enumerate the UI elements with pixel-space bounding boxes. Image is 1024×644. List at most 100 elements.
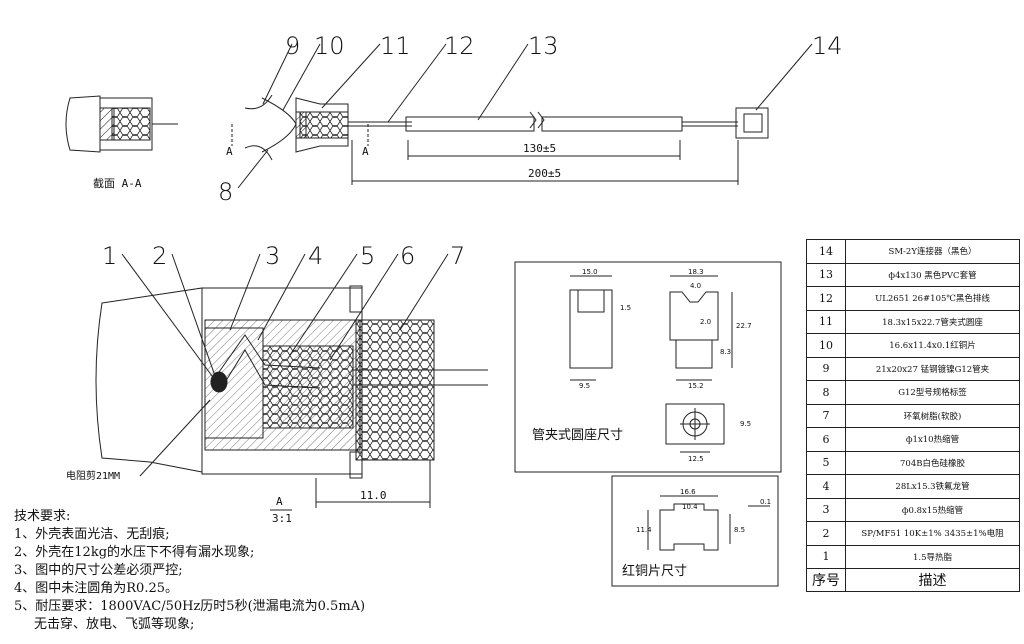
bom-number: 4: [806, 474, 846, 499]
requirement-item: 4、图中未注圆角为R0.25。: [14, 581, 179, 596]
requirement-item: 1、外壳表面光洁、无刮痕;: [14, 527, 170, 542]
callout-11: 11: [380, 32, 411, 60]
bom-number: 8: [806, 380, 846, 405]
section-mark-left: A: [226, 145, 233, 158]
enlarged-detail-view: [95, 253, 488, 511]
dim-130: 130±5: [523, 142, 557, 155]
bom-description: SM-2Y连接器（黑色）: [845, 239, 1020, 264]
section-label: 截面 A-A: [93, 177, 142, 190]
clamp-seat-box: [514, 261, 782, 473]
clamp-dim: 9.5: [579, 382, 591, 390]
bom-description: UL2651 26#105℃黑色排线: [845, 286, 1020, 311]
clamp-dim: 4.0: [690, 282, 702, 290]
clamp-dim: 2.0: [700, 318, 712, 326]
callout-8: 8: [218, 178, 234, 206]
scale-ratio: 3:1: [272, 512, 292, 525]
bom-description: 21x20x27 锰钢镀镍G12管夹: [845, 356, 1020, 381]
bom-header-no: 序号: [806, 568, 846, 592]
copper-dim: 8.5: [734, 526, 746, 534]
copper-sheet-box: [611, 475, 779, 587]
section-mark-right: A: [362, 145, 369, 158]
bom-number: 11: [806, 309, 846, 334]
assembly-view: [231, 43, 813, 189]
callout-10: 10: [314, 32, 345, 60]
copper-dim: 0.1: [760, 498, 772, 506]
bom-header-desc: 描述: [845, 568, 1020, 592]
bom-number: 7: [806, 403, 846, 428]
bom-number: 5: [806, 450, 846, 475]
requirement-item: 2、外壳在12kg的水压下不得有漏水现象;: [14, 545, 255, 560]
bom-description: 18.3x15x22.7管夹式圆座: [845, 309, 1020, 334]
clamp-dim: 15.0: [582, 268, 598, 276]
callout-2: 2: [152, 242, 168, 270]
bom-description: G12型号规格标签: [845, 380, 1020, 405]
section-a-a-view: [65, 95, 178, 153]
bom-number: 9: [806, 356, 846, 381]
copper-dim: 16.6: [680, 488, 696, 496]
clamp-dim: 22.7: [736, 322, 752, 330]
bom-description: 环氧树脂(软胶): [845, 403, 1020, 428]
bom-number: 14: [806, 239, 846, 264]
clamp-dim: 12.5: [688, 455, 704, 463]
bom-description: ф4x130 黑色PVC套管: [845, 262, 1020, 287]
bom-description: 1.5导热脂: [845, 544, 1020, 569]
callout-6: 6: [400, 242, 416, 270]
bom-number: 10: [806, 333, 846, 358]
requirements-title: 技术要求:: [14, 509, 71, 524]
callout-7: 7: [450, 242, 466, 270]
callout-9: 9: [285, 32, 301, 60]
bom-number: 2: [806, 521, 846, 546]
bom-number: 13: [806, 262, 846, 287]
bom-number: 12: [806, 286, 846, 311]
callout-5: 5: [360, 242, 376, 270]
clamp-dim: 15.2: [688, 382, 704, 390]
copper-box-title: 红铜片尺寸: [622, 564, 688, 579]
clamp-dim: 8.3: [720, 348, 732, 356]
bom-description: ф1x10热缩管: [845, 427, 1020, 452]
bom-description: 704B白色硅橡胶: [845, 450, 1020, 475]
bom-number: 3: [806, 497, 846, 522]
clamp-dim: 1.5: [620, 304, 632, 312]
copper-dim: 11.4: [636, 526, 652, 534]
bom-number: 1: [806, 544, 846, 569]
bom-description: 16.6x11.4x0.1红铜片: [845, 333, 1020, 358]
requirement-item: 3、图中的尺寸公差必须严控;: [14, 563, 183, 578]
clamp-box-title: 管夹式圆座尺寸: [532, 428, 624, 443]
bom-description: SP/MF51 10K±1% 3435±1%电阻: [845, 521, 1020, 546]
requirement-item: 5、耐压要求：1800VAC/50Hz历时5秒(泄漏电流为0.5mA): [14, 599, 366, 614]
bom-number: 6: [806, 427, 846, 452]
callout-13: 13: [528, 32, 559, 60]
callout-14: 14: [812, 32, 843, 60]
resistor-label: 电阻剪21MM: [66, 471, 121, 482]
bom-header-row: 序号描述: [806, 568, 1020, 592]
callout-12: 12: [444, 32, 475, 60]
bom-description: ф0.8x15热缩管: [845, 497, 1020, 522]
requirement-item: 无击穿、放电、飞弧等现象;: [34, 617, 195, 632]
dim-200: 200±5: [528, 167, 562, 180]
callout-4: 4: [308, 242, 324, 270]
callout-3: 3: [265, 242, 281, 270]
callout-1: 1: [102, 242, 118, 270]
dim-11: 11.0: [360, 489, 387, 502]
clamp-dim: 9.5: [740, 420, 752, 428]
bom-description: 28Lx15.3铁氟龙管: [845, 474, 1020, 499]
clamp-dim: 18.3: [688, 268, 704, 276]
scale-letter: A: [276, 495, 283, 508]
copper-dim: 10.4: [682, 503, 698, 511]
